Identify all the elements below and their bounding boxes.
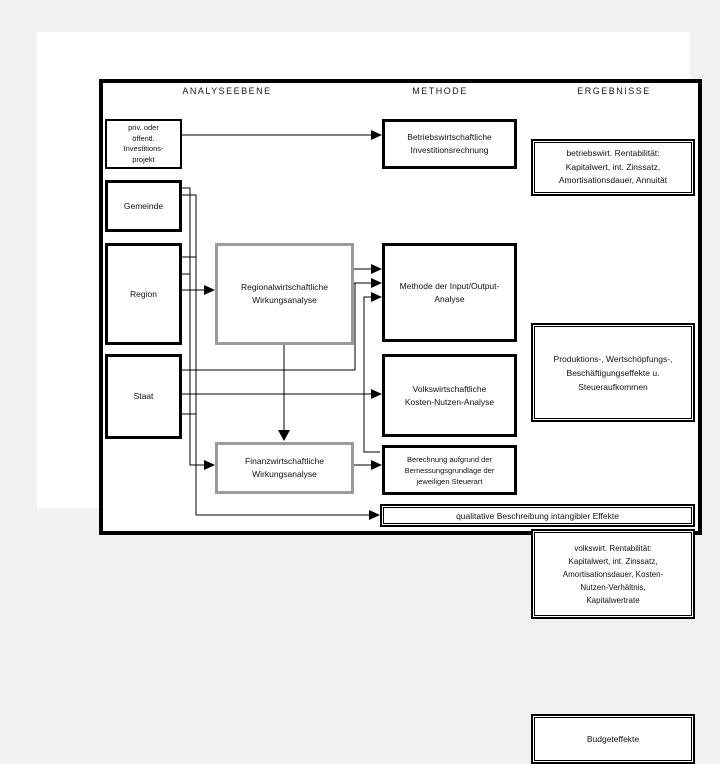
- box-input-output-analyse: Methode der Input/Output- Analyse: [382, 243, 517, 342]
- box-staat: Staat: [105, 354, 182, 439]
- box-regionalwirtschaftliche-wirkungsanalyse: Regionalwirtschaftliche Wirkungsanalyse: [215, 243, 354, 345]
- box-finanzwirtschaftliche-wirkungsanalyse: Finanzwirtschaftliche Wirkungsanalyse: [215, 442, 354, 494]
- box-ergebnis-betriebswirt-rentabilitaet: betriebswirt. Rentabilität: Kapitalwert,…: [531, 139, 695, 196]
- box-region: Region: [105, 243, 182, 345]
- box-qualitative-beschreibung: qualitative Beschreibung intangibler Eff…: [380, 504, 695, 527]
- box-betriebswirtschaftliche-investitionsrechnung: Betriebswirtschaftliche Investitionsrech…: [382, 119, 517, 169]
- box-ergebnis-budgeteffekte: Budgeteffekte: [531, 714, 695, 764]
- box-ergebnis-produktionseffekte: Produktions-, Wertschöpfungs-, Beschäfti…: [531, 323, 695, 422]
- box-ergebnis-volkswirt-rentabilitaet: volkswirt. Rentabilität: Kapitalwert, in…: [531, 529, 695, 619]
- box-berechnung-steuerart: Berechnung aufgrund der Bemessungsgrundl…: [382, 445, 517, 495]
- slide-page: ANALYSEEBENE METHODE ERGEBNISSE: [37, 32, 702, 764]
- column-header-analyseebene: ANALYSEEBENE: [182, 86, 272, 96]
- box-volkswirtschaftliche-kosten-nutzen-analyse: Volkswirtschaftliche Kosten-Nutzen-Analy…: [382, 354, 517, 437]
- box-gemeinde: Gemeinde: [105, 180, 182, 232]
- box-investitionsprojekt: priv. oder öffentl. Investitions- projek…: [105, 119, 182, 169]
- column-header-ergebnisse: ERGEBNISSE: [577, 86, 651, 96]
- column-header-methode: METHODE: [412, 86, 468, 96]
